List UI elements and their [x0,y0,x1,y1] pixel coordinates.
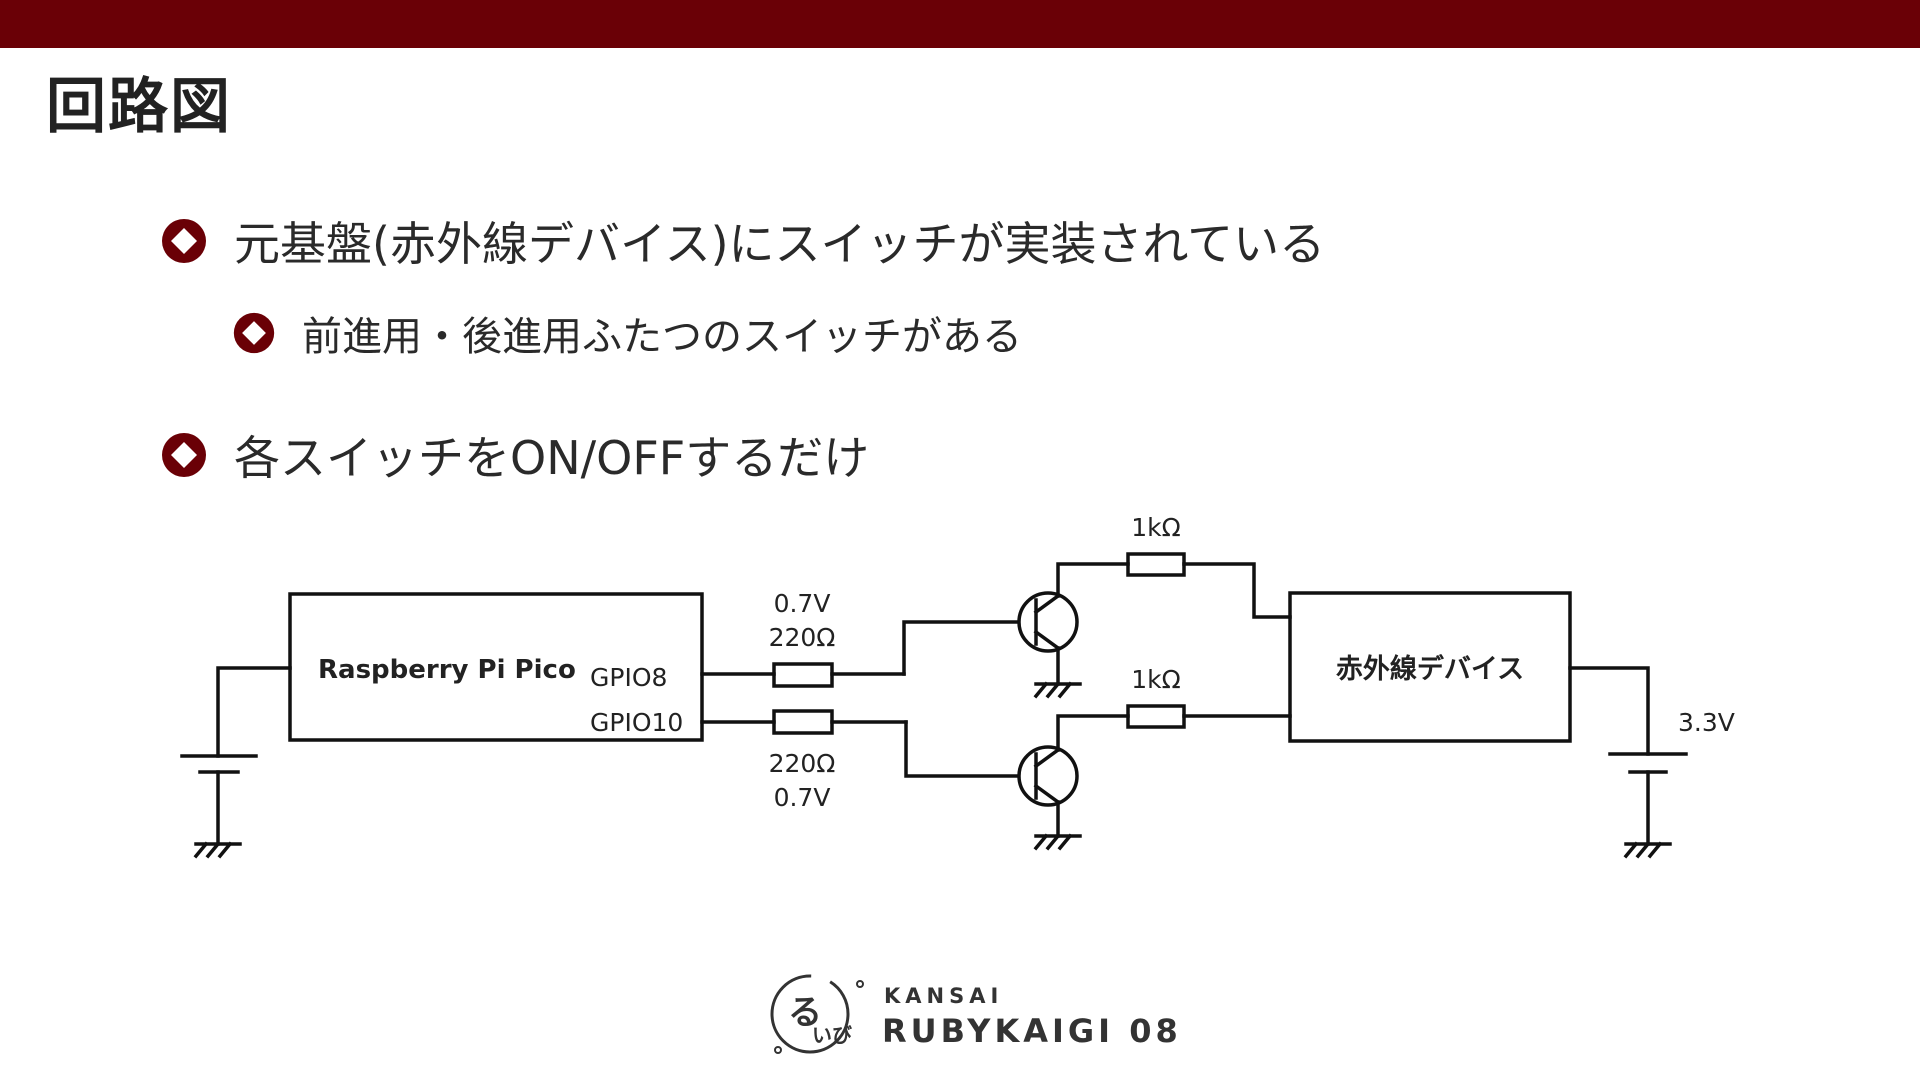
sub-bullet-item: 前進用・後進用ふたつのスイッチがある [232,304,1022,362]
voltage-label-top: 0.7V [774,589,831,618]
pico-label: Raspberry Pi Pico [318,655,576,685]
gpio8-wire [700,620,1019,676]
resistance-label-1k-bottom: 1kΩ [1131,665,1181,694]
right-battery-symbol [1568,666,1688,846]
rubykaigi-rubyi-logo-icon: る いび [770,974,864,1054]
diamond-bullet-icon [162,433,206,477]
diamond-bullet-icon [162,219,206,263]
ground-symbol [1623,841,1672,859]
left-battery-symbol [180,666,292,846]
svg-text:いび: いび [812,1023,853,1047]
footer-event-name: RUBYKAIGI 08 [882,1012,1182,1050]
ground-symbol [1033,833,1082,851]
resistor-1k-top [1126,552,1186,577]
npn-transistor-top [1017,562,1130,686]
ir-device-label: 赤外線デバイス [1336,653,1524,685]
resistor-1k-bottom [1126,704,1186,729]
top-accent-bar [0,0,1920,48]
bullet-text: 元基盤(赤外線デバイス)にスイッチが実装されている [234,217,1326,271]
bullet-item: 各スイッチをON/OFFするだけ [160,422,869,488]
gpio10-wire [700,720,1019,778]
pico-box [288,592,704,742]
resistance-label-bottom: 220Ω [769,749,836,778]
gpio8-label: GPIO8 [590,663,667,692]
ground-symbol [193,841,242,859]
sub-bullet-text: 前進用・後進用ふたつのスイッチがある [302,314,1022,360]
bullet-text: 各スイッチをON/OFFするだけ [234,431,870,485]
ground-symbol [1033,681,1082,699]
collector-wire-top [1182,562,1292,619]
resistor-220-top [772,662,834,688]
resistance-label-top: 220Ω [769,623,836,652]
supply-voltage-label: 3.3V [1678,708,1735,737]
svg-text:る: る [788,993,822,1033]
voltage-label-bottom: 0.7V [774,783,831,812]
bullet-item: 元基盤(赤外線デバイス)にスイッチが実装されている [160,208,1325,274]
npn-transistor-bottom [1017,714,1130,838]
resistance-label-1k-top: 1kΩ [1131,513,1181,542]
page-title: 回路図 [46,72,232,142]
resistor-220-bottom [772,709,834,735]
gpio10-label: GPIO10 [590,708,683,737]
footer-region: KANSAI [884,984,1004,1008]
diamond-bullet-icon [233,312,275,354]
